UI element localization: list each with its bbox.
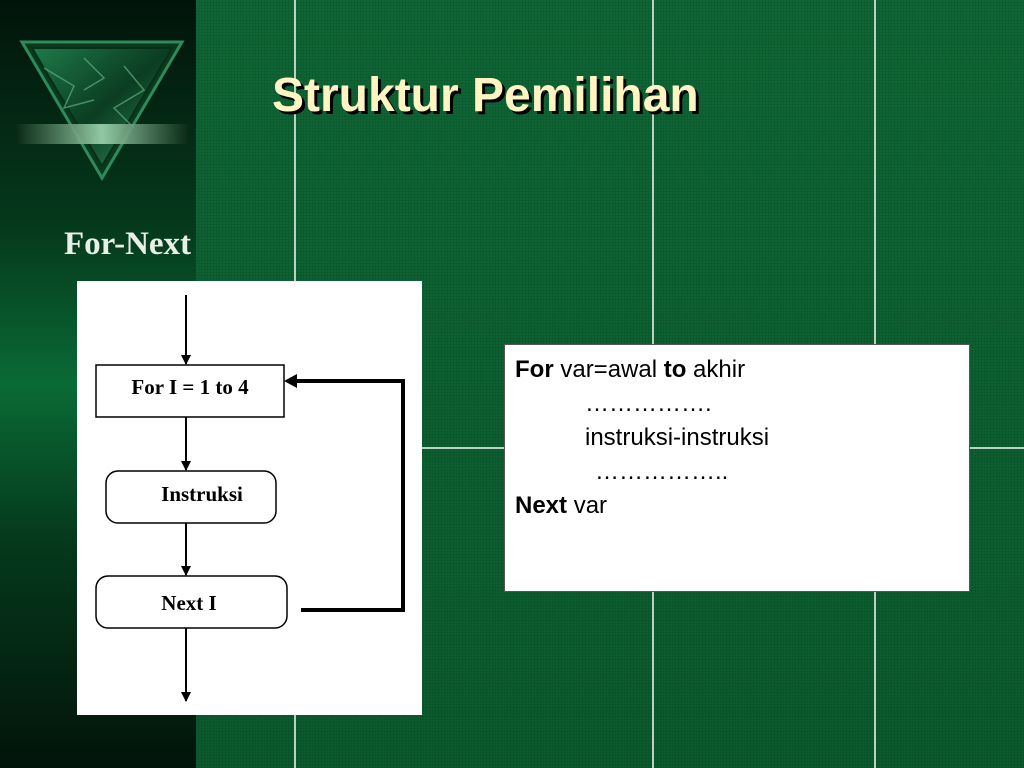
keyword-next: Next <box>515 492 568 519</box>
syntax-line-instructions: instruksi-instruksi <box>585 424 770 451</box>
grid-line-horizontal <box>422 447 504 449</box>
instruction-box-label: Instruksi <box>161 482 243 506</box>
syntax-text: akhir <box>686 356 746 383</box>
syntax-text: var <box>567 492 608 519</box>
triangle-logo-icon <box>16 40 188 181</box>
syntax-line-for: For var=awal to akhir <box>515 353 959 387</box>
slide-subtitle: For-Next <box>64 226 192 262</box>
flowchart-diagram: For I = 1 to 4 Instruksi Next I <box>95 295 405 702</box>
syntax-text: var=awal <box>553 356 664 383</box>
syntax-line-ellipsis: …………….. <box>595 458 729 485</box>
next-box <box>95 575 288 629</box>
loop-back-line <box>295 379 405 612</box>
loop-back-arrowhead <box>284 374 297 388</box>
for-box-label: For I = 1 to 4 <box>131 375 249 399</box>
keyword-to: to <box>663 356 687 383</box>
flowchart-panel: For I = 1 to 4 Instruksi Next I <box>77 281 422 715</box>
syntax-box: For var=awal to akhir ……………. instruksi-i… <box>504 344 970 592</box>
syntax-line-ellipsis: ……………. <box>585 390 712 417</box>
grid-line-horizontal <box>970 447 1024 449</box>
next-box-label: Next I <box>161 591 216 615</box>
syntax-line-next: Next var <box>515 489 959 523</box>
for-box <box>95 364 285 418</box>
slide-title: Struktur Pemilihan <box>272 69 699 122</box>
instruction-box <box>105 470 277 524</box>
keyword-for: For <box>515 356 554 383</box>
